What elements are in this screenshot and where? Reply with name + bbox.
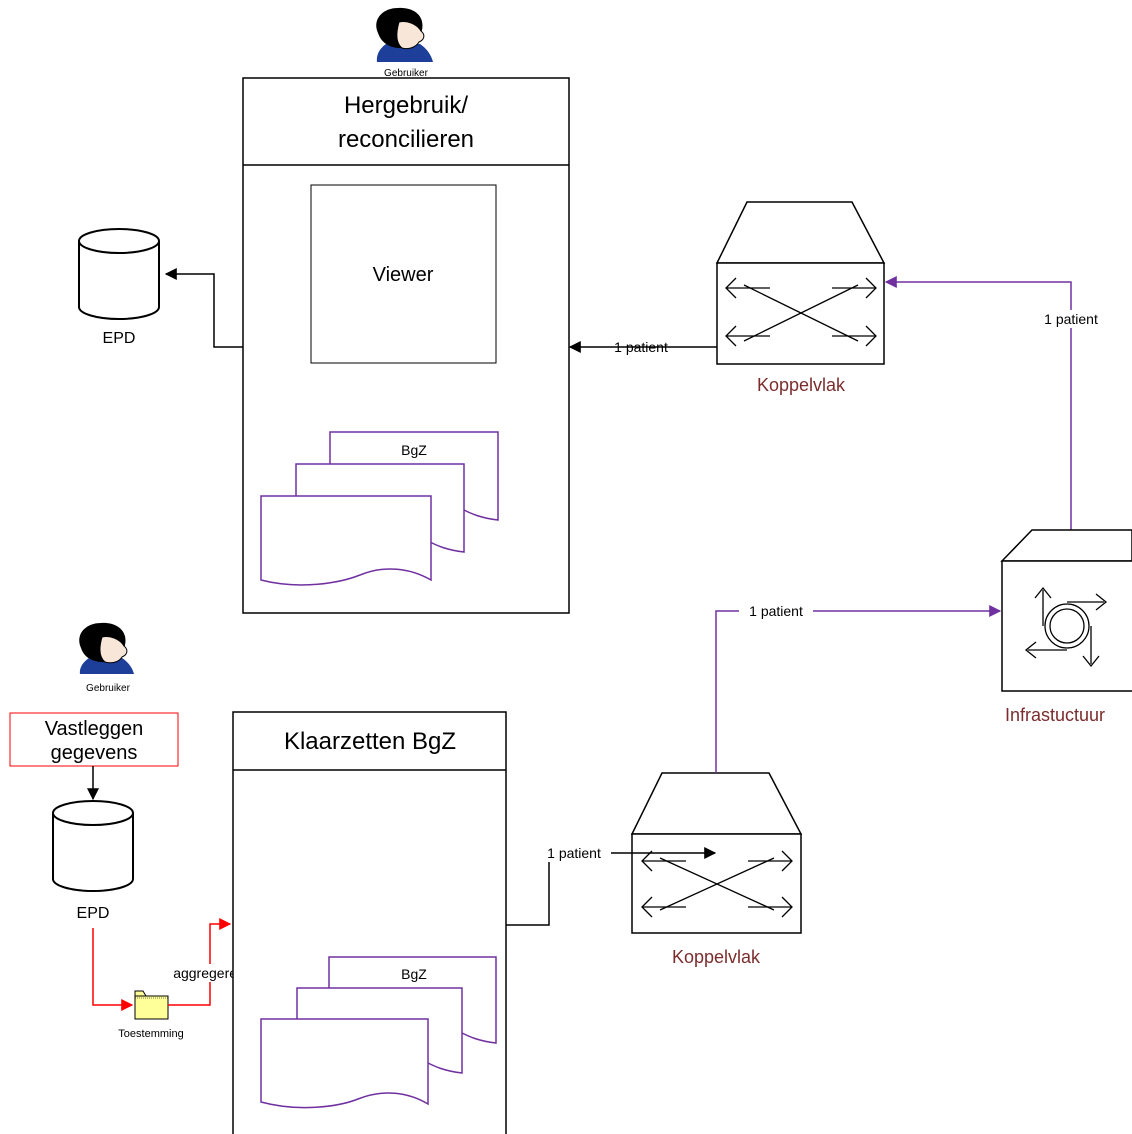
- epd-label-bottom: EPD: [77, 905, 110, 922]
- flow-klaarzetten-to-koppelvlak: [506, 847, 717, 926]
- flow-label-koppelvlak-to-hergebruik: 1 patient: [614, 339, 668, 355]
- flow-infra-to-koppelvlak-top: [884, 276, 1072, 530]
- user-icon-bottom: [79, 622, 134, 674]
- flow-label-klaarzetten-to-koppelvlak: 1 patient: [547, 845, 601, 861]
- multi-document-icon-bottom: [260, 956, 497, 1109]
- koppelvlak-icon-bottom: [630, 772, 803, 934]
- user-icon-top: [376, 7, 433, 62]
- infrastructuur-icon: [1000, 529, 1132, 692]
- viewer-box: [310, 184, 497, 364]
- vastleggen-line2: gegevens: [51, 742, 138, 764]
- database-icon-epd-top: [78, 228, 160, 320]
- process-hergebruik-title-line2: reconcilieren: [338, 126, 474, 153]
- multi-document-icon-top: [260, 431, 499, 586]
- user-label-bottom: Gebruiker: [86, 683, 131, 694]
- koppelvlak-icon-top: [715, 201, 886, 365]
- process-hergebruik-title-line1: Hergebruik/: [344, 92, 468, 119]
- koppelvlak-label-top: Koppelvlak: [757, 375, 846, 395]
- viewer-label: Viewer: [373, 264, 434, 286]
- koppelvlak-label-bottom: Koppelvlak: [672, 947, 761, 967]
- folder-icon-toestemming: [134, 990, 169, 1020]
- docs-label-top: BgZ: [401, 442, 427, 458]
- vastleggen-box: [9, 712, 179, 767]
- process-klaarzetten-title: Klaarzetten BgZ: [284, 728, 456, 755]
- flow-label-koppelvlak-to-infra: 1 patient: [749, 603, 803, 619]
- epd-label-top: EPD: [103, 330, 136, 347]
- docs-label-bottom: BgZ: [401, 966, 427, 982]
- user-label-top: Gebruiker: [384, 68, 429, 79]
- database-icon-epd-bottom: [52, 800, 134, 892]
- toestemming-label: Toestemming: [118, 1028, 183, 1040]
- flow-epd-to-toestemming: [92, 928, 134, 1011]
- flow-hergebruik-to-epd: [164, 268, 243, 348]
- aggregeren-label: aggregeren: [173, 965, 245, 981]
- infrastructuur-label: Infrastuctuur: [1005, 705, 1105, 725]
- flow-koppelvlak-to-infra: [715, 605, 1002, 773]
- vastleggen-line1: Vastleggen: [45, 718, 144, 740]
- flow-label-infra-to-koppelvlak: 1 patient: [1044, 311, 1098, 327]
